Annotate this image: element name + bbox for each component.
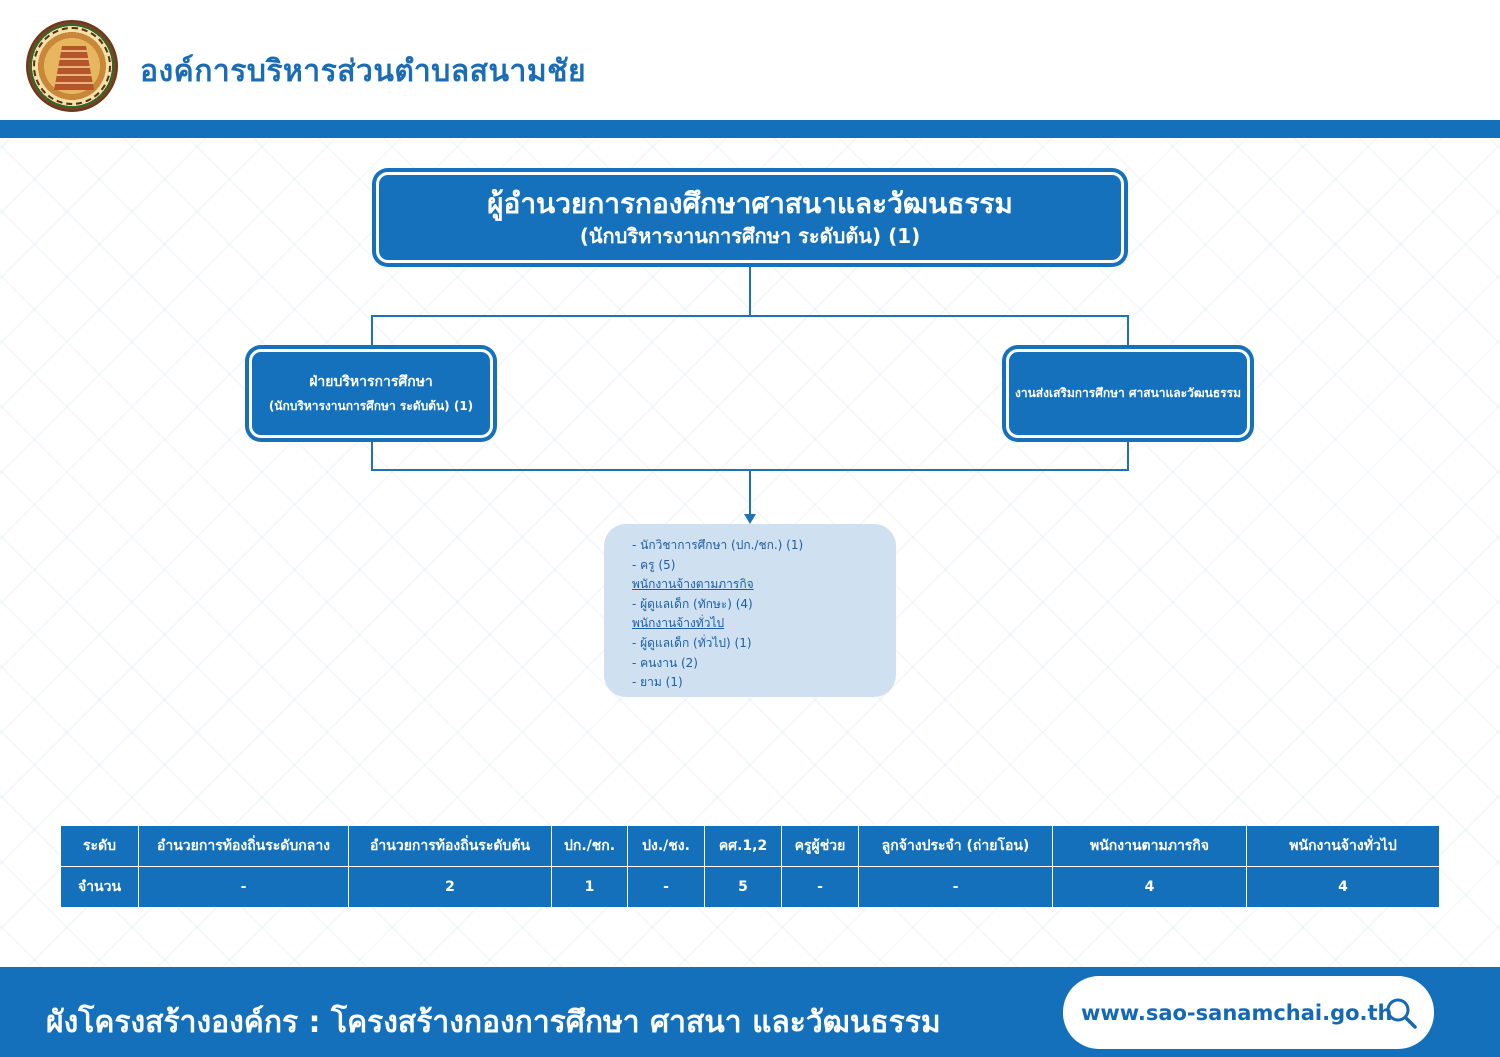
table-cell: -: [627, 866, 705, 908]
table-cell: 4: [1052, 866, 1247, 908]
table-cell: 4: [1246, 866, 1440, 908]
table-cell: จำนวน: [60, 866, 139, 908]
search-icon: [1386, 998, 1417, 1029]
table-cell: 2: [348, 866, 552, 908]
director-title: ผู้อำนวยการกองศึกษาศาสนาและวัฒนธรรม: [487, 186, 1013, 220]
table-header-cell: ระดับ: [60, 825, 139, 867]
education-promotion-box-inner: งานส่งเสริมการศึกษา ศาสนาและวัฒนธรรม: [1006, 349, 1250, 438]
education-admin-title: ฝ่ายบริหารการศึกษา: [309, 373, 433, 390]
footer-title: ผังโครงสร้างองค์กร : โครงสร้างกองการศึกษ…: [46, 1005, 941, 1040]
connector-left-down: [371, 315, 373, 346]
table-header-cell: คศ.1,2: [704, 825, 782, 867]
page-footer: ผังโครงสร้างองค์กร : โครงสร้างกองการศึกษ…: [0, 967, 1500, 1057]
seal-ring: [33, 27, 111, 105]
director-box-inner: ผู้อำนวยการกองศึกษาศาสนาและวัฒนธรรม (นัก…: [376, 172, 1124, 263]
connector-right-down: [1127, 315, 1129, 346]
table-cell: -: [781, 866, 859, 908]
header-band: [0, 120, 1500, 138]
position-count-table: ระดับ อำนวยการท้องถิ่นระดับกลาง อำนวยการ…: [60, 825, 1440, 908]
table-header-row: ระดับ อำนวยการท้องถิ่นระดับกลาง อำนวยการ…: [60, 825, 1440, 867]
staff-group-heading: พนักงานจ้างทั่วไป: [632, 616, 725, 631]
connector-right-up: [1127, 441, 1129, 470]
arrow-down-icon: [744, 514, 756, 524]
education-admin-subtitle: (นักบริหารงานการศึกษา ระดับต้น) (1): [268, 398, 474, 413]
organization-seal-logo: [26, 20, 118, 112]
table-header-cell: ลูกจ้างประจำ (ถ่ายโอน): [858, 825, 1053, 867]
page-header: องค์การบริหารส่วนตำบลสนามชัย: [0, 0, 1500, 120]
staff-group-heading: พนักงานจ้างตามภารกิจ: [632, 577, 754, 592]
table-cell: -: [138, 866, 349, 908]
education-admin-box-inner: ฝ่ายบริหารการศึกษา (นักบริหารงานการศึกษา…: [249, 349, 493, 438]
connector-staff-vertical: [749, 469, 751, 517]
education-admin-box: ฝ่ายบริหารการศึกษา (นักบริหารงานการศึกษา…: [245, 345, 497, 442]
director-box: ผู้อำนวยการกองศึกษาศาสนาและวัฒนธรรม (นัก…: [372, 168, 1128, 267]
table-cell: 1: [551, 866, 628, 908]
table-header-cell: อำนวยการท้องถิ่นระดับต้น: [348, 825, 552, 867]
table-header-cell: ปก./ชก.: [551, 825, 628, 867]
education-promotion-box: งานส่งเสริมการศึกษา ศาสนาและวัฒนธรรม: [1002, 345, 1254, 442]
table-header-cell: ครูผู้ช่วย: [781, 825, 859, 867]
connector-left-up: [371, 441, 373, 470]
staff-item: - ผู้ดูแลเด็ก (ทั่วไป) (1): [632, 635, 752, 650]
staff-item: - ผู้ดูแลเด็ก (ทักษะ) (4): [632, 596, 753, 611]
staff-item: - คนงาน (2): [632, 655, 698, 670]
table-header-cell: อำนวยการท้องถิ่นระดับกลาง: [138, 825, 349, 867]
table-header-cell: พนักงานตามภารกิจ: [1052, 825, 1247, 867]
organization-name: องค์การบริหารส่วนตำบลสนามชัย: [140, 54, 587, 89]
website-url[interactable]: www.sao-sanamchai.go.th: [1081, 1000, 1393, 1025]
staff-item: - นักวิชาการศึกษา (ปก./ชก.) (1): [632, 538, 804, 552]
connector-top-vertical: [749, 267, 751, 316]
staff-item: - ยาม (1): [632, 675, 683, 690]
director-subtitle: (นักบริหารงานการศึกษา ระดับต้น) (1): [579, 223, 921, 248]
staff-list-box: - นักวิชาการศึกษา (ปก./ชก.) (1) - ครู (5…: [604, 524, 896, 697]
website-link[interactable]: www.sao-sanamchai.go.th: [1063, 976, 1434, 1049]
table-row: จำนวน - 2 1 - 5 - - 4 4: [60, 866, 1440, 908]
table-header-cell: ปง./ชง.: [627, 825, 705, 867]
table-header-cell: พนักงานจ้างทั่วไป: [1246, 825, 1440, 867]
staff-item: - ครู (5): [632, 557, 676, 572]
education-promotion-title: งานส่งเสริมการศึกษา ศาสนาและวัฒนธรรม: [1015, 386, 1241, 400]
table-cell: 5: [704, 866, 782, 908]
table-cell: -: [858, 866, 1053, 908]
connector-upper-horizontal: [371, 315, 1129, 317]
